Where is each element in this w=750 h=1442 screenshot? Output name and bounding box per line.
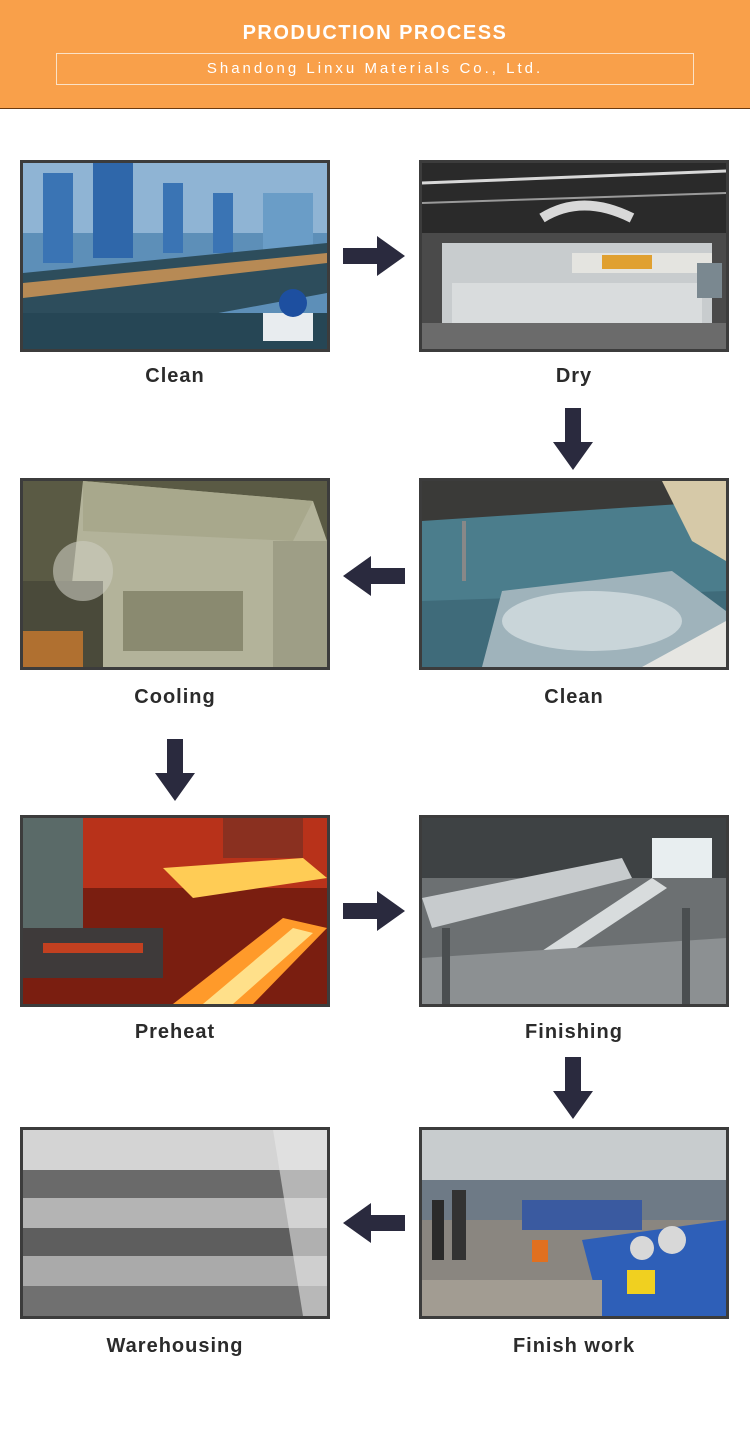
stacked-angle-steel-image <box>23 1130 327 1316</box>
step-label-clean-2: Clean <box>544 686 604 708</box>
company-name: Shandong Linxu Materials Co., Ltd. <box>56 53 694 85</box>
drying-oven-line-image <box>422 163 726 349</box>
step-photo-dry <box>419 160 729 352</box>
header-banner: PRODUCTION PROCESS Shandong Linxu Materi… <box>0 0 750 109</box>
arrow-right-icon <box>343 891 405 931</box>
arrow-down-icon <box>155 739 195 801</box>
factory-cleaning-line-image <box>23 163 327 349</box>
step-photo-finish-work <box>419 1127 729 1319</box>
cooling-machine-image <box>23 481 327 667</box>
step-photo-warehousing <box>20 1127 330 1319</box>
hot-steel-rolling-image <box>23 818 327 1004</box>
step-label-dry: Dry <box>555 365 593 387</box>
workshop-finishing-image <box>422 1130 726 1316</box>
step-label-warehousing: Warehousing <box>106 1335 244 1357</box>
arrow-down-icon <box>553 1057 593 1119</box>
arrow-left-icon <box>343 556 405 596</box>
step-photo-cooling <box>20 478 330 670</box>
step-label-cooling: Cooling <box>134 686 216 708</box>
arrow-left-icon <box>343 1203 405 1243</box>
cleaning-tank-image <box>422 481 726 667</box>
page-title: PRODUCTION PROCESS <box>242 22 508 44</box>
step-label-finish-work: Finish work <box>512 1335 636 1357</box>
step-label-clean: Clean <box>145 365 205 387</box>
arrow-right-icon <box>343 236 405 276</box>
step-label-finishing: Finishing <box>525 1021 623 1043</box>
steel-channel-finishing-image <box>422 818 726 1004</box>
step-photo-preheat <box>20 815 330 1007</box>
arrow-down-icon <box>553 408 593 470</box>
step-photo-clean <box>20 160 330 352</box>
step-photo-clean-2 <box>419 478 729 670</box>
step-label-preheat: Preheat <box>134 1021 216 1043</box>
step-photo-finishing <box>419 815 729 1007</box>
